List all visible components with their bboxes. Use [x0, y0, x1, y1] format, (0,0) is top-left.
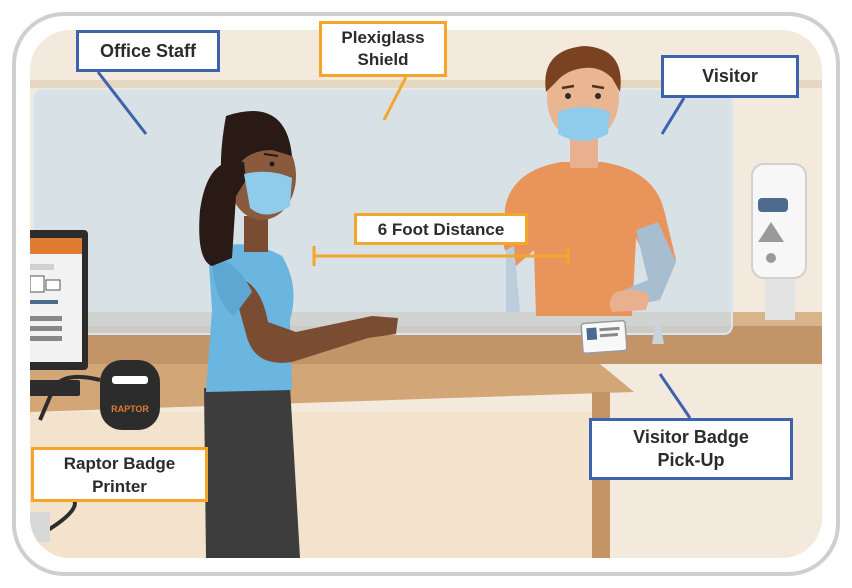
- computer-monitor-icon: [30, 230, 88, 396]
- plexiglass-shield-label: Plexiglass Shield: [341, 28, 425, 69]
- plexiglass-shield-callout: Plexiglass Shield: [319, 21, 447, 77]
- office-staff-label: Office Staff: [99, 40, 196, 61]
- visitor-badge-pickup-callout: Visitor Badge Pick-Up: [589, 418, 793, 480]
- leader-badge-pickup: [658, 373, 692, 419]
- leader-office-staff: [96, 71, 148, 135]
- raptor-badge-printer-label: Raptor Badge Printer: [63, 453, 176, 496]
- front-desk-top: [30, 364, 634, 412]
- wall-trim: [30, 80, 822, 88]
- visitor-badge-card: [580, 319, 628, 355]
- visitor-label: Visitor: [702, 66, 758, 86]
- printer-brand-text: RAPTOR: [111, 404, 149, 414]
- office-staff-figure: [199, 111, 398, 558]
- badge-stand: [652, 322, 664, 344]
- visitor-figure: [504, 46, 676, 316]
- distance-marker: [312, 246, 570, 266]
- badge-printer-icon: RAPTOR: [100, 360, 160, 430]
- visitor-callout: Visitor: [661, 55, 799, 98]
- visitor-badge-pickup-label: Visitor Badge Pick-Up: [633, 427, 749, 470]
- six-foot-distance-label: 6 Foot Distance: [377, 219, 505, 239]
- leader-visitor: [660, 97, 686, 135]
- leader-plexiglass: [382, 76, 408, 121]
- six-foot-distance-callout: 6 Foot Distance: [354, 213, 528, 245]
- power-outlet: [30, 512, 50, 542]
- raptor-badge-printer-callout: Raptor Badge Printer: [31, 447, 208, 502]
- office-staff-callout: Office Staff: [76, 30, 220, 72]
- printer-cable: [38, 375, 101, 421]
- sanitizer-dispenser-icon: [751, 163, 807, 320]
